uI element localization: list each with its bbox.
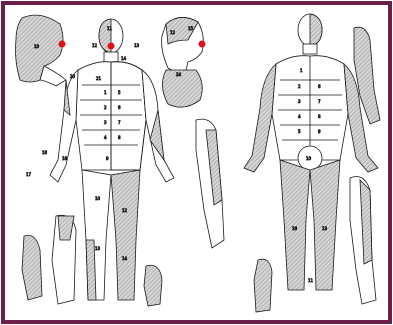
back-leg-label-16: 16 — [292, 226, 298, 231]
front-leg-label-12: 12 — [122, 208, 128, 213]
head-profile-right-label-12: 12 — [170, 30, 176, 35]
front-arm-label-18a: 18 — [42, 150, 48, 155]
head-profile-left: 10 — [16, 15, 67, 86]
head-profile-right-label-24: 24 — [176, 72, 182, 77]
head-front-label-14: 14 — [121, 56, 127, 61]
head-front-label-12: 12 — [92, 43, 98, 48]
marker-profile-left — [59, 41, 66, 48]
head-front-label-13: 13 — [134, 43, 140, 48]
back-leg-label-13: 13 — [322, 226, 328, 231]
back-leg-label-11: 11 — [308, 278, 314, 283]
arm-detail — [196, 119, 224, 248]
front-arm-label-18b: 18 — [62, 156, 68, 161]
head-profile-left-label: 10 — [34, 44, 40, 49]
head-front-label-11: 11 — [107, 26, 113, 31]
front-torso-label-1: 21 — [96, 76, 102, 81]
back-torso-label-10: 10 — [306, 156, 312, 161]
front-arm-label-20: 20 — [70, 74, 76, 79]
marker-front-head — [108, 43, 115, 50]
head-profile-right: 12 15 24 — [162, 17, 206, 107]
front-leg-label-14: 14 — [122, 256, 128, 261]
head-profile-right-label-15: 15 — [188, 26, 194, 31]
front-arm-label-17: 17 — [26, 172, 32, 177]
marker-profile-right — [199, 41, 206, 48]
front-leg-label-13: 13 — [95, 246, 101, 251]
front-torso-label-11: 10 — [95, 196, 101, 201]
